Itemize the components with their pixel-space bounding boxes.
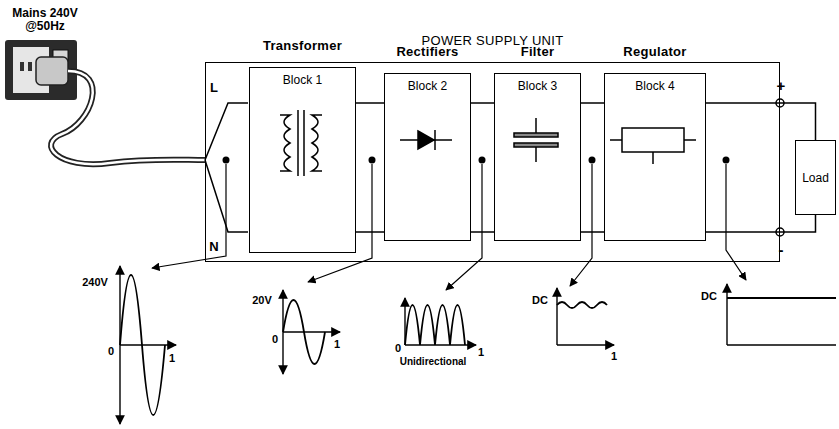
capacitor-symbol [514, 118, 558, 162]
mains-label: Mains 240V @50Hz [5, 7, 85, 33]
voltage-label: 240V [82, 276, 108, 288]
axis-time-label: 1 [169, 352, 175, 364]
rectified-waveform [405, 298, 476, 345]
circuit-wire [581, 231, 604, 233]
regulator-symbol [610, 128, 696, 164]
mains-plug [36, 57, 68, 85]
negative-terminal-label: - [779, 242, 784, 259]
block-number: Block 4 [635, 79, 674, 93]
ripple-dc-waveform [557, 288, 614, 345]
dc-label: DC [701, 290, 717, 302]
circuit-wire [581, 102, 604, 104]
transformer-symbol [280, 110, 322, 176]
node-heading: Transformer [263, 38, 342, 53]
voltage-label: 20V [252, 294, 272, 306]
test-point [223, 157, 730, 164]
axis-origin-label: 0 [108, 345, 114, 357]
axis-origin-label: 0 [272, 333, 278, 345]
load-box: Load [795, 140, 836, 215]
node-heading: Regulator [623, 44, 686, 59]
axis-origin-label: 0 [395, 342, 401, 354]
transformer-block: TransformerBlock 1 [249, 67, 356, 253]
wall-plate [5, 40, 77, 100]
circuit-wire [356, 102, 384, 104]
diode-symbol [400, 130, 452, 150]
line-terminal-label: L [210, 81, 218, 95]
circuit-wire [356, 231, 384, 233]
ac-waveform [283, 290, 340, 374]
block-number: Block 2 [408, 79, 447, 93]
neutral-terminal-label: N [209, 240, 218, 254]
power-supply-unit: TransformerBlock 1 RectifiersBlock 2 Filte… [205, 62, 780, 262]
power-cord-core [51, 71, 205, 164]
circuit-wire [471, 231, 494, 233]
axis-time-label: 1 [478, 346, 484, 358]
socket-slot [28, 62, 32, 71]
dc-label: DC [532, 294, 548, 306]
positive-terminal-label: + [777, 78, 786, 95]
circuit-wire [471, 102, 494, 104]
rectifier-block: RectifiersBlock 2 [384, 73, 471, 241]
node-heading: Load [802, 171, 829, 185]
circuit-wire [706, 103, 816, 140]
filter-block: FilterBlock 3 [494, 73, 581, 241]
socket-slot [20, 62, 24, 71]
block-number: Block 3 [518, 79, 557, 93]
circuit-wire [706, 215, 816, 232]
dc-waveform [727, 284, 836, 345]
power-cord [51, 71, 205, 164]
node-heading: POWER SUPPLY UNIT [422, 33, 564, 48]
waveform-caption: Unidirectional [400, 356, 467, 367]
axis-time-label: 1 [611, 350, 617, 362]
leader-arrow [152, 164, 746, 290]
regulator-block: RegulatorBlock 4 [604, 73, 706, 241]
block-number: Block 1 [283, 73, 322, 87]
ac-waveform [120, 266, 176, 424]
axis-time-label: 1 [334, 338, 340, 350]
live-wire [205, 103, 248, 160]
